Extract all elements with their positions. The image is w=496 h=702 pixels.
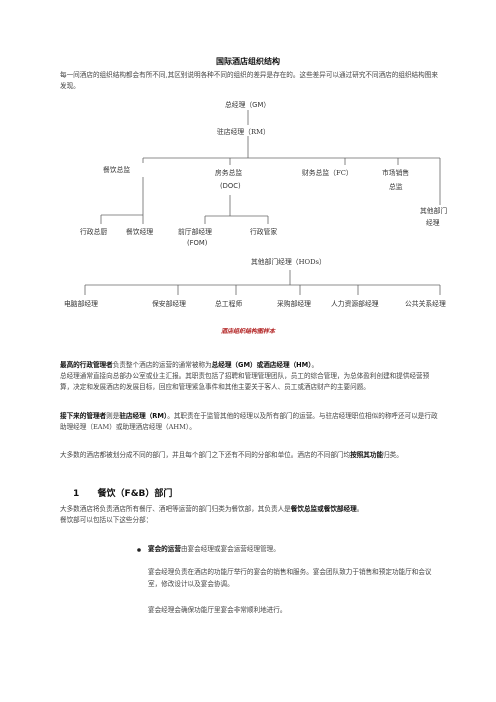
section-paragraph: 大多数酒店将负责酒店所有餐厅、酒吧等运营的部门归类为餐饮部，其负责人是餐饮总监或… [60, 504, 442, 526]
para3-end: 归类。 [383, 451, 403, 459]
para2-mid: 则是 [106, 412, 120, 420]
org-node-sales-director-line2: 总监 [389, 183, 403, 191]
chart-caption: 酒店组织结构图样本 [220, 328, 275, 335]
org-node-rooms-director-abbr: (DOC) [220, 182, 241, 190]
banquet-text: 由宴会经理或宴会运营经理管理。 [180, 545, 280, 553]
org-node-gm: 总经理（GM） [225, 101, 271, 109]
paragraph-departments: 大多数的酒店都被划分成不同的部门，并且每个部门之下还有不同的分部和单位。酒店的不… [60, 450, 440, 461]
org-node-rooms-director: 房务总监 [215, 169, 243, 177]
section-heading: 1 餐饮（F&B）部门 [73, 486, 172, 499]
paragraph-rm: 接下来的管理者则是驻店经理（RM）。其职责在于监管其他的经理以及所有部门的运营。… [60, 411, 440, 433]
intro-paragraph: 每一间酒店的组织结构都会有所不同,其区别说明各种不同的组织的差异是存在的。这些差… [60, 71, 438, 90]
org-node-hods: 其他部门经理（HODs） [251, 258, 326, 266]
org-node-it-manager: 电脑部经理 [64, 300, 98, 308]
section-term1: 餐饮总监或餐饮部经理 [290, 505, 357, 513]
org-node-finance-director: 财务总监（FC） [302, 169, 353, 177]
para3-text: 大多数的酒店都被划分成不同的部门，并且每个部门之下还有不同的分部和单位。酒店的不… [60, 451, 351, 459]
para1-rest: 总经理通常直接向总部办公室或业主汇报。其职责包括了招聘和管理管理团队，员工的综合… [60, 372, 430, 391]
org-node-purchasing-manager: 采购部经理 [277, 300, 311, 308]
para3-term: 按照其功能 [350, 451, 384, 459]
org-node-chief-engineer: 总工程师 [215, 300, 243, 308]
org-node-fom-abbr: (FOM) [187, 239, 208, 247]
paragraph-gm: 最高的行政管理者负责整个酒店的运营的通常被称为总经理（GM）或酒店经理（HM）。… [60, 360, 440, 393]
org-node-hr-manager: 人力资源部经理 [331, 300, 379, 308]
para1-end: 。 [311, 361, 319, 369]
para1-mid: 负责整个酒店的运营的通常被称为 [112, 361, 212, 369]
org-node-other-dept: 其他部门 [420, 207, 448, 215]
document-title: 国际酒店组织结构 [216, 57, 280, 66]
para1-lead: 最高的行政管理者 [60, 361, 113, 369]
org-node-sales-director: 市场销售 [382, 169, 410, 177]
org-node-other-dept-line2: 经理 [426, 219, 440, 227]
bullet-icon [137, 548, 141, 552]
org-node-fb-manager: 餐饮经理 [126, 228, 154, 236]
org-node-exec-chef: 行政总厨 [80, 228, 108, 236]
banquet-term: 宴会的运营 [148, 545, 181, 553]
section-text1: 大多数酒店将负责酒店所有餐厅、酒吧等运营的部门归类为餐饮部，其负责人是 [60, 505, 291, 513]
section-text2: 餐饮部可以包括以下这些分部： [60, 516, 153, 524]
para2-lead: 接下来的管理者 [60, 412, 107, 420]
para2-term: 驻店经理（RM） [119, 412, 168, 420]
org-node-rm: 驻店经理（RM） [217, 128, 270, 136]
para2-rest: 。其职责在于监管其他的经理以及所有部门的运营。与驻店经理职位相似的称呼还可以是行… [60, 412, 438, 431]
banquet-description: 宴会经理负责在酒店的功能厅举行的宴会的销售和服务。宴会团队致力于销售和预定功能厅… [148, 568, 432, 588]
section-number: 1 [73, 489, 80, 499]
banquet-description-2: 宴会经理会确保功能厅里宴会非常顺利地进行。 [148, 606, 287, 614]
section-title: 餐饮（F&B）部门 [97, 489, 173, 499]
bullet-item-banquet: 宴会的运营由宴会经理或宴会运营经理管理。 [148, 544, 448, 555]
org-node-fom: 前厅部经理 [178, 228, 212, 236]
org-node-security-manager: 保安部经理 [152, 300, 186, 308]
org-node-fb-director: 餐饮总监 [103, 166, 131, 174]
org-node-pr-manager: 公共关系经理 [405, 300, 446, 308]
section-end1: 。 [356, 505, 364, 513]
para1-term: 总经理（GM）或酒店经理（HM） [211, 361, 312, 369]
org-node-exec-housekeeper: 行政管家 [250, 228, 278, 236]
